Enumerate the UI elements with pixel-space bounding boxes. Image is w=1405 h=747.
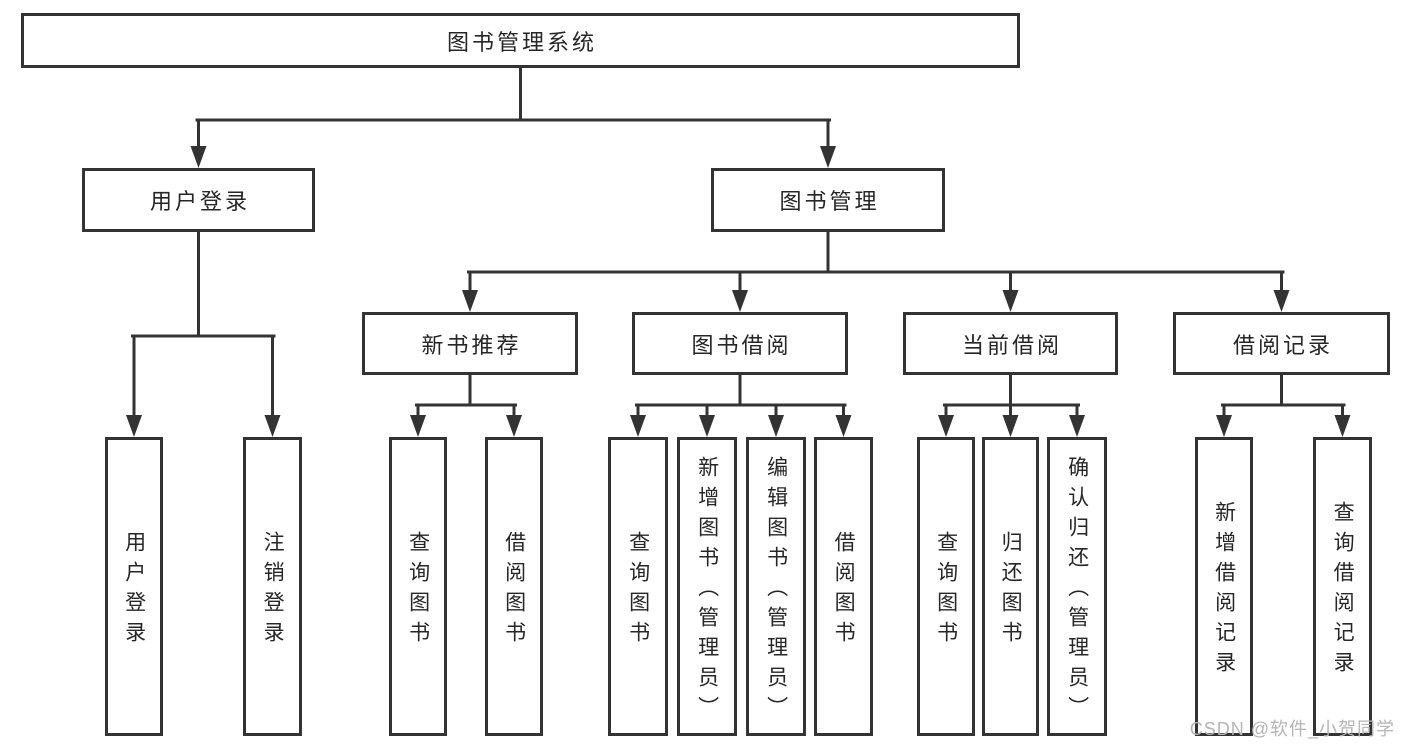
node-new-book-recommend-label: 新书推荐 (421, 332, 522, 358)
node-new-book-recommend: 新书推荐 (362, 312, 578, 375)
leaf-records-query-record-label: 查询借阅记录 (1331, 501, 1355, 681)
leaf-borrowing-add-books-admin: 新增图书（管理员） (677, 437, 737, 736)
leaf-user-login: 用户登录 (105, 437, 163, 736)
leaf-records-add-record-label: 新增借阅记录 (1212, 501, 1236, 681)
leaf-borrowing-borrow-books: 借阅图书 (814, 437, 873, 736)
leaf-borrowing-add-books-admin-label: 新增图书（管理员） (695, 456, 719, 726)
leaf-current-return-books: 归还图书 (982, 437, 1039, 736)
leaf-current-query-books-label: 查询图书 (934, 531, 958, 651)
node-current-borrowing-label: 当前借阅 (961, 332, 1062, 358)
leaf-recommend-query-books: 查询图书 (389, 437, 447, 736)
leaf-borrowing-edit-books-admin: 编辑图书（管理员） (746, 437, 806, 736)
node-user-login-label: 用户登录 (149, 189, 250, 214)
watermark: CSDN @软件_小贺同学 (1189, 719, 1395, 739)
node-root: 图书管理系统 (21, 13, 1020, 68)
leaf-recommend-query-books-label: 查询图书 (406, 531, 430, 651)
leaf-current-confirm-return-admin-label: 确认归还（管理员） (1065, 456, 1089, 726)
leaf-logout: 注销登录 (243, 437, 302, 736)
leaf-borrowing-borrow-books-label: 借阅图书 (832, 531, 856, 651)
leaf-records-query-record: 查询借阅记录 (1313, 437, 1372, 736)
node-borrow-records: 借阅记录 (1173, 312, 1390, 375)
leaf-borrowing-query-books-label: 查询图书 (626, 531, 650, 651)
node-borrow-records-label: 借阅记录 (1232, 332, 1333, 358)
leaf-current-query-books: 查询图书 (917, 437, 975, 736)
node-book-borrowing-label: 图书借阅 (691, 332, 792, 358)
leaf-borrowing-query-books: 查询图书 (608, 437, 668, 736)
node-current-borrowing: 当前借阅 (903, 312, 1118, 375)
node-root-label: 图书管理系统 (446, 29, 597, 55)
leaf-recommend-borrow-books: 借阅图书 (485, 437, 543, 736)
leaf-recommend-borrow-books-label: 借阅图书 (502, 531, 526, 651)
leaf-records-add-record: 新增借阅记录 (1195, 437, 1253, 736)
node-user-login: 用户登录 (82, 168, 315, 232)
leaf-borrowing-edit-books-admin-label: 编辑图书（管理员） (764, 456, 788, 726)
leaf-current-confirm-return-admin: 确认归还（管理员） (1047, 437, 1107, 736)
leaf-current-return-books-label: 归还图书 (999, 531, 1023, 651)
node-book-borrowing: 图书借阅 (632, 312, 848, 375)
node-book-management-label: 图书管理 (779, 189, 880, 214)
leaf-logout-label: 注销登录 (261, 531, 285, 651)
leaf-user-login-label: 用户登录 (122, 531, 146, 651)
node-book-management: 图书管理 (711, 168, 945, 232)
